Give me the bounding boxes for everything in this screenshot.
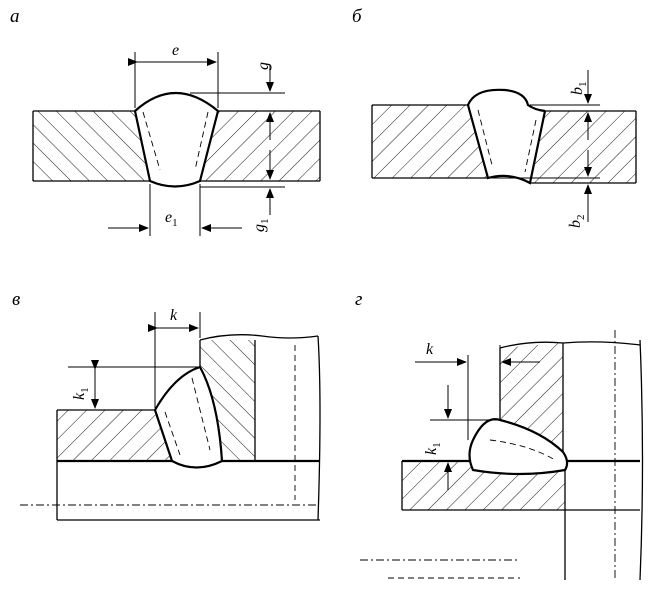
dim-g1-label: g1 [251, 219, 271, 233]
panel-v: в k k1 [12, 289, 321, 521]
weld-bead [135, 93, 218, 187]
dim-k-label: k [170, 307, 178, 324]
dim-b2-label: b2 [567, 215, 587, 229]
horizontal-plate-hatch [57, 410, 172, 461]
vertical-plate-hatch [500, 343, 563, 452]
weld-fusion-lines [142, 111, 209, 171]
vertical-plate-top [199, 334, 319, 367]
dim-k1-label: k1 [423, 442, 443, 455]
panel-a-label: а [10, 6, 20, 27]
weld-fusion-lines [164, 377, 211, 456]
left-plate-outline [371, 104, 488, 179]
right-plate-hatch [530, 111, 636, 183]
panel-b: б b1 b2 [352, 6, 637, 229]
weld-outline [153, 365, 224, 469]
panel-g: г k k1 [355, 289, 644, 581]
left-plate-hatch [33, 111, 150, 181]
weld-outline [468, 418, 569, 476]
left-plate-hatch [372, 105, 488, 178]
panel-v-label: в [12, 289, 20, 310]
right-plate-hatch [200, 111, 320, 181]
break-line-right [317, 335, 321, 521]
horizontal-plate-outline [401, 461, 640, 511]
break-line-right [639, 339, 644, 581]
dim-g-label: g [255, 62, 272, 70]
weld-fusion-lines [477, 109, 537, 173]
vertical-plate-hatch [200, 340, 255, 461]
horizontal-plate-hatch [402, 440, 565, 510]
weld-fusion-line [489, 439, 556, 461]
weld-bead [469, 419, 568, 474]
panel-b-label: б [352, 6, 363, 27]
dim-b1-label: b1 [569, 82, 589, 96]
dim-k1-label: k1 [71, 387, 91, 400]
dim-e-label: e [172, 42, 179, 59]
dim-k-label: k [426, 341, 434, 358]
weld-outline [133, 92, 220, 188]
panel-a: а e g g1 e1 [10, 6, 321, 236]
left-plate-outline [32, 110, 150, 182]
weld-bead [155, 367, 222, 468]
weld-bead [468, 89, 545, 183]
dim-e1-label: e1 [165, 209, 178, 229]
panel-g-label: г [355, 289, 362, 310]
